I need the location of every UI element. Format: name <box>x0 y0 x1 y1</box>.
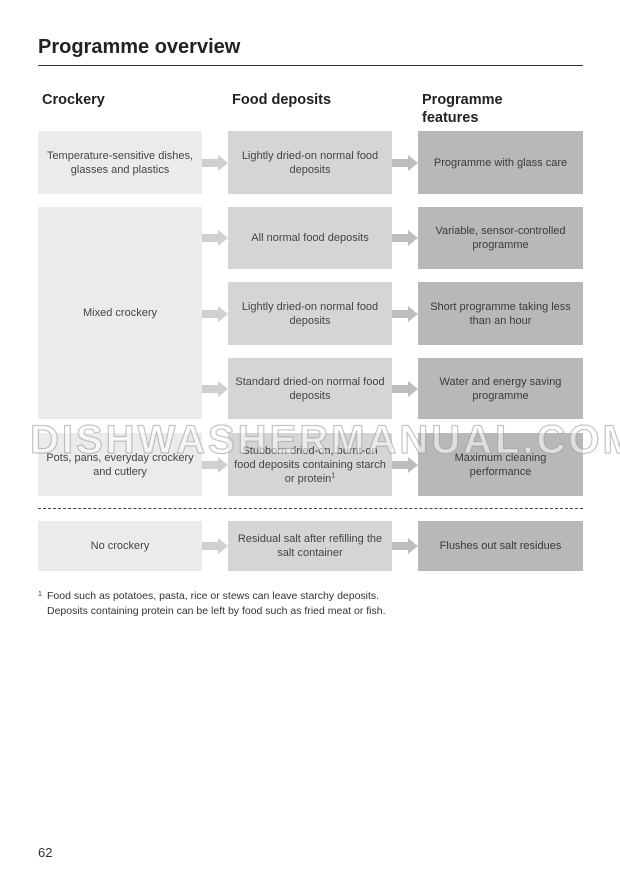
programme-short: Short programme taking less than an hour <box>418 282 583 345</box>
title-rule <box>38 65 583 66</box>
footnote-marker: 1 <box>331 471 336 479</box>
arrow-right-icon <box>392 306 418 322</box>
footnote-line-2: Deposits containing protein can be left … <box>47 605 386 617</box>
food-standard-dried: Standard dried-on normal food deposits <box>228 358 392 419</box>
column-header-food-deposits: Food deposits <box>232 92 332 108</box>
arrow-right-icon <box>202 457 228 473</box>
page-number: 62 <box>38 845 53 860</box>
crockery-mixed: Mixed crockery <box>38 207 202 419</box>
arrow-right-icon <box>392 538 418 554</box>
footnote: 1 Food such as potatoes, pasta, rice or … <box>38 589 386 619</box>
column-header-crockery: Crockery <box>42 92 105 108</box>
arrow-right-icon <box>202 155 228 171</box>
food-all-normal: All normal food deposits <box>228 207 392 269</box>
dashed-separator <box>38 508 583 509</box>
programme-variable: Variable, sensor-controlled programme <box>418 207 583 269</box>
arrow-right-icon <box>392 155 418 171</box>
arrow-right-icon <box>392 230 418 246</box>
food-residual-salt: Residual salt after refilling the salt c… <box>228 521 392 571</box>
arrow-right-icon <box>202 306 228 322</box>
footnote-line-1: Food such as potatoes, pasta, rice or st… <box>47 590 380 602</box>
food-lightly-dried-1: Lightly dried-on normal food deposits <box>228 131 392 194</box>
column-header-programme-features: Programme features <box>422 92 503 126</box>
programme-glass-care: Programme with glass care <box>418 131 583 194</box>
arrow-right-icon <box>202 538 228 554</box>
food-stubborn: Stubborn dried-on, burnt-on food deposit… <box>228 433 392 496</box>
crockery-none: No crockery <box>38 521 202 571</box>
crockery-pots-pans: Pots, pans, everyday crockery and cutler… <box>38 433 202 496</box>
arrow-right-icon <box>392 381 418 397</box>
crockery-temperature-sensitive: Temperature-sensitive dishes, glasses an… <box>38 131 202 194</box>
arrow-right-icon <box>202 230 228 246</box>
page-title: Programme overview <box>38 36 241 58</box>
footnote-number: 1 <box>38 591 42 598</box>
programme-flushes-salt: Flushes out salt residues <box>418 521 583 571</box>
arrow-right-icon <box>392 457 418 473</box>
arrow-right-icon <box>202 381 228 397</box>
programme-maximum-cleaning: Maximum cleaning performance <box>418 433 583 496</box>
watermark: DISHWASHERMANUAL.COM <box>29 417 620 462</box>
food-lightly-dried-2: Lightly dried-on normal food deposits <box>228 282 392 345</box>
food-stubborn-text: Stubborn dried-on, burnt-on food deposit… <box>234 444 386 485</box>
programme-water-energy-saving: Water and energy saving programme <box>418 358 583 419</box>
